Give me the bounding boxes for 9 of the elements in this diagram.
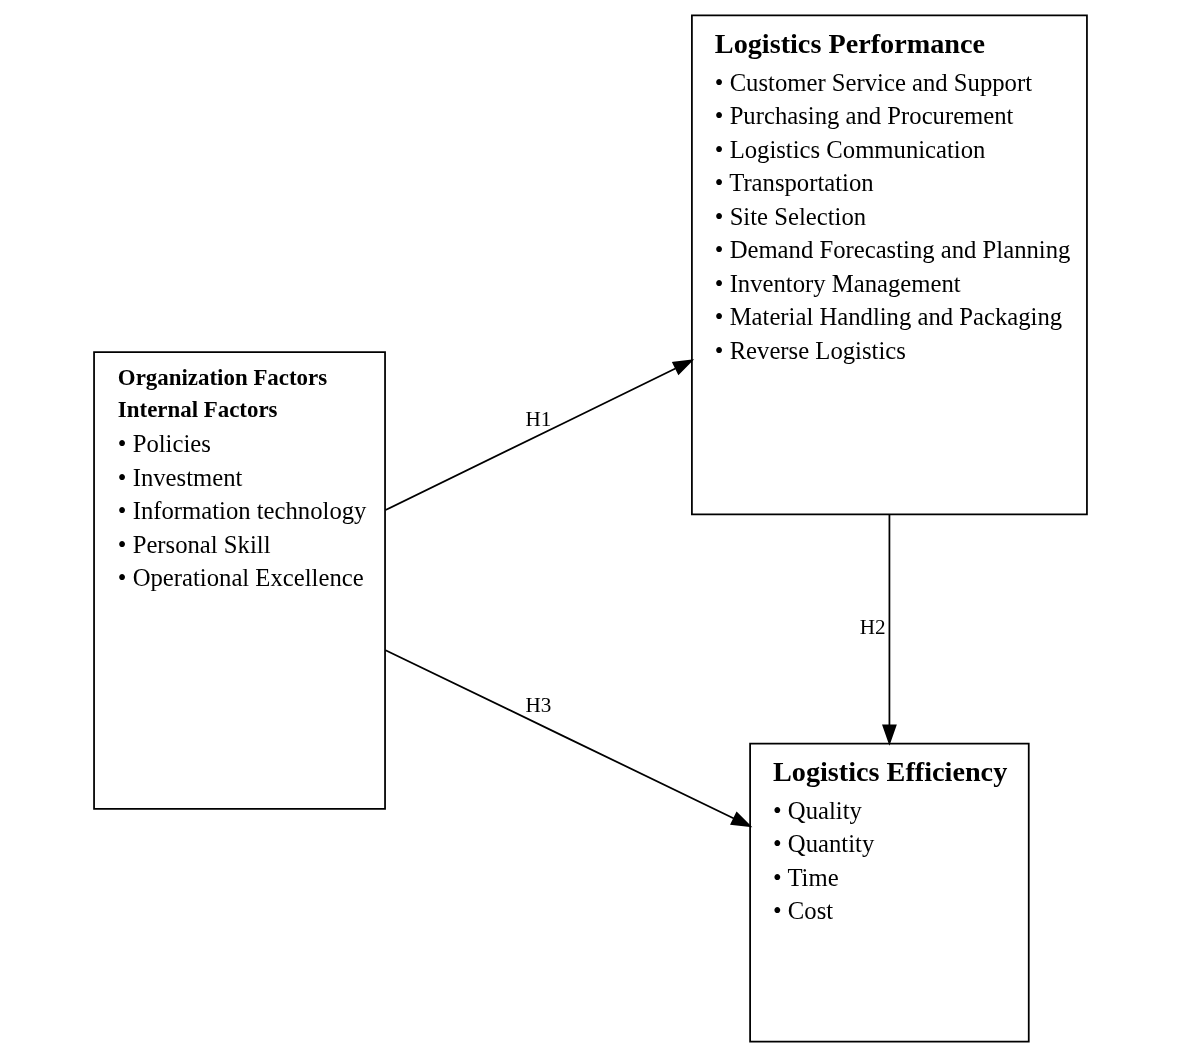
edge-label: H2 [859, 615, 886, 640]
node-box: Logistics Performance • Customer Service and Support • Purchasing and Procurement • Logistics Communication • Transportation • Site Selection • Demand Forecasting and Planning • Inventory Management • Material Handling and Packaging • Reverse Logistics [691, 14, 1088, 516]
node-box: Logistics Efficiency • Quality • Quantity • Time • Cost [749, 742, 1030, 1043]
arrow [384, 649, 753, 828]
arrow [882, 513, 897, 746]
node-box: Organization Factors Internal Factors • Policies • Investment • Information technology • Personal Skill • Operational Excellence [93, 351, 386, 810]
edge-label: H1 [525, 407, 552, 432]
arrow [384, 359, 695, 511]
edge-label: H3 [525, 693, 552, 718]
